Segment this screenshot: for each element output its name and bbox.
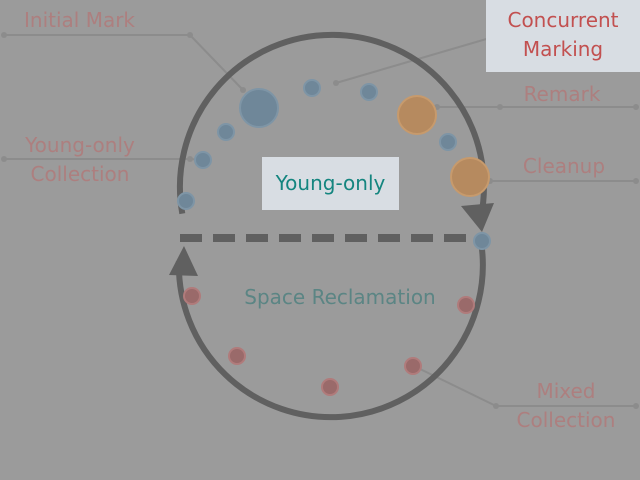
mixed-collection-node [183, 287, 201, 305]
young-only-collection-line-1: Young-only [25, 133, 135, 157]
concurrent-marking-line-2: Marking [522, 37, 604, 61]
upper-arc [176, 31, 487, 218]
young-only-collection-label: Young-only Collection [12, 131, 148, 189]
young-collection-node [217, 123, 235, 141]
callout-dot [1, 156, 7, 162]
callout-dot [497, 104, 503, 110]
mixed-collection-nodes [183, 287, 475, 396]
callout-dot [187, 156, 193, 162]
cleanup-node [450, 157, 490, 197]
concurrent-marking-label: Concurrent Marking [486, 0, 640, 72]
callout-dot [633, 104, 639, 110]
concurrent-marking-line-1: Concurrent [507, 8, 619, 32]
young-collection-node [303, 79, 321, 97]
young-collection-nodes [177, 79, 491, 250]
mixed-collection-node [457, 296, 475, 314]
callout-dot [1, 32, 7, 38]
mixed-collection-node [404, 357, 422, 375]
cleanup-label: Cleanup [514, 152, 614, 181]
cleanup-text: Cleanup [522, 154, 606, 178]
lower-arc [175, 241, 486, 421]
remark-node [397, 95, 437, 135]
callout-dot [240, 87, 246, 93]
young-collection-node [360, 83, 378, 101]
initial-mark-label: Initial Mark [24, 6, 135, 35]
remark-label: Remark [516, 80, 608, 109]
callout-dot [493, 403, 499, 409]
initial-mark-node [239, 88, 279, 128]
remark-text: Remark [523, 82, 601, 106]
mixed-collection-node [228, 347, 246, 365]
arrowhead-left-icon [169, 246, 198, 276]
mixed-collection-line-1: Mixed [536, 379, 596, 403]
callout-dot [633, 178, 639, 184]
marking-phase-nodes [397, 95, 490, 197]
mixed-collection-label: Mixed Collection [506, 377, 626, 435]
mixed-collection-line-2: Collection [516, 408, 616, 432]
space-reclamation-phase-label: Space Reclamation [244, 285, 436, 309]
young-collection-node [177, 192, 195, 210]
mixed-collection-node [321, 378, 339, 396]
young-collection-node [194, 151, 212, 169]
callout-initial-mark [4, 34, 244, 91]
callout-dot [187, 32, 193, 38]
young-only-phase-label: Young-only [262, 157, 399, 210]
young-collection-node [473, 232, 491, 250]
young-only-collection-line-2: Collection [30, 162, 130, 186]
callout-dot [633, 403, 639, 409]
cycle-ring [169, 31, 494, 421]
initial-mark-text: Initial Mark [24, 8, 136, 32]
callout-dot [333, 80, 339, 86]
arrowhead-right-icon [461, 203, 494, 232]
young-collection-node [439, 133, 457, 151]
